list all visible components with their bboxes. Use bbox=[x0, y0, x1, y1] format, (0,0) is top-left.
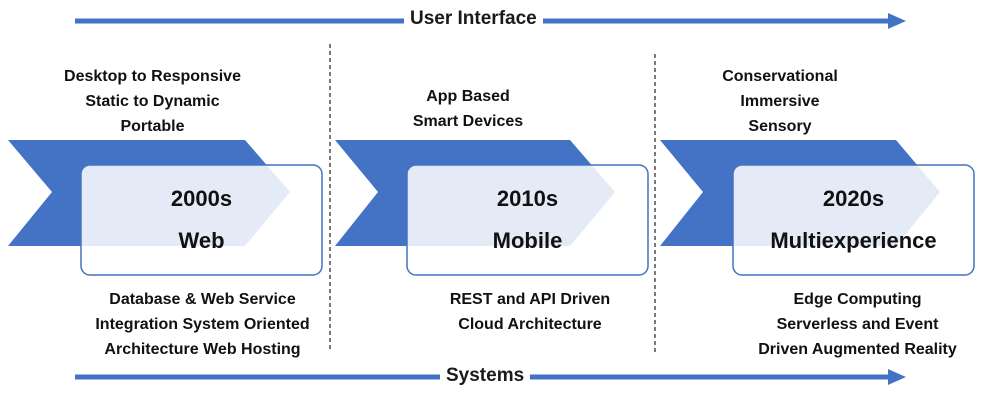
top-axis-label: User Interface bbox=[404, 8, 543, 30]
era-name: Mobile bbox=[492, 228, 563, 253]
era-name: Multiexperience bbox=[770, 228, 937, 253]
era-box bbox=[732, 164, 975, 276]
era-ui-traits: Desktop to Responsive Static to Dynamic … bbox=[64, 68, 241, 135]
bottom-axis-label: Systems bbox=[440, 365, 531, 387]
era-decade: 2010s bbox=[496, 186, 559, 211]
era-decade: 2020s bbox=[822, 186, 885, 211]
era-name: Web bbox=[178, 228, 225, 253]
era-box bbox=[80, 164, 323, 276]
era-ui-traits: App Based Smart Devices bbox=[412, 88, 524, 130]
era-systems: Edge Computing Serverless and Event Driv… bbox=[758, 291, 957, 358]
era-box bbox=[406, 164, 649, 276]
era-decade: 2000s bbox=[170, 186, 233, 211]
era-ui-traits: Conservational Immersive Sensory bbox=[722, 68, 838, 135]
era-systems: Database & Web Service Integration Syste… bbox=[95, 291, 310, 358]
era-systems: REST and API Driven Cloud Architecture bbox=[449, 291, 611, 333]
